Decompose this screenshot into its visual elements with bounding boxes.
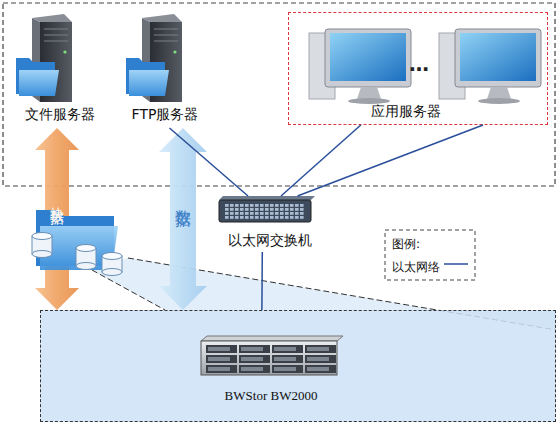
node-label: 应用服务器 [351, 103, 461, 120]
storage-band: BWStor BW2000 [40, 310, 556, 422]
graphic-part [330, 33, 406, 81]
legend-entry: 以太网络 [392, 256, 440, 276]
graphic-part [357, 87, 381, 99]
graphic-part [32, 251, 52, 258]
storage-array [201, 336, 343, 375]
graphic-part [32, 14, 72, 22]
data-folder-illustration [32, 210, 122, 276]
ethernet-link [170, 128, 249, 196]
graphic-part [40, 226, 118, 270]
disk-cylinder [32, 233, 52, 258]
graphic-part [154, 41, 178, 42]
graphic-part [19, 70, 59, 96]
node-label: 文件服务器 [10, 106, 110, 123]
node-label: 以太网交换机 [215, 232, 325, 249]
ethernet-switch [219, 196, 315, 222]
storage-icon [41, 311, 557, 423]
legend-heading: 图例: [392, 236, 420, 253]
data-flow-arrow [159, 128, 207, 310]
graphic-part [154, 29, 178, 30]
desktop-computer [439, 29, 541, 104]
graphic-part [44, 35, 68, 36]
folder-symbol [16, 58, 59, 96]
graphic-part [44, 41, 68, 42]
server-icon [10, 12, 110, 104]
graphic-part [76, 245, 96, 252]
flow-label: 数据 [172, 197, 193, 201]
graphic-part [63, 50, 66, 53]
graphic-part [102, 269, 122, 276]
graphic-part [129, 70, 169, 96]
graphic-part [102, 256, 122, 272]
device-node: 以太网交换机 [215, 196, 325, 252]
disk-cylinder [76, 245, 96, 270]
graphic-part [76, 248, 96, 266]
graphic-part [201, 341, 337, 375]
node-label: FTP服务器 [120, 106, 210, 123]
ellipsis-mark: … [409, 52, 429, 76]
legend-text: 以太网络 [392, 260, 440, 274]
legend-sample [444, 264, 468, 265]
flow-label: 块数据 [48, 196, 66, 202]
data-flow-arrow [35, 128, 79, 310]
graphic-part [219, 200, 311, 222]
graphic-part [92, 270, 165, 310]
graphic-part [142, 14, 182, 22]
server-icon [120, 12, 210, 104]
graphic-part [102, 253, 122, 260]
graphic-part [154, 35, 178, 36]
graphic-part [36, 210, 114, 266]
graphic-part [173, 50, 176, 53]
disk-cylinder [102, 253, 122, 276]
graphic-part [487, 87, 511, 99]
graphic-part [219, 196, 315, 200]
graphic-part [225, 212, 305, 219]
folder-symbol [126, 58, 169, 96]
desktop-computer [309, 29, 411, 104]
graphic-part [76, 263, 96, 270]
graphic-part [44, 29, 68, 30]
ethernet-link [281, 125, 361, 196]
ethernet-link [298, 125, 484, 196]
server-group-frame [3, 3, 555, 186]
graphic-part [205, 344, 337, 374]
node-label: BWStor BW2000 [191, 387, 351, 404]
device-node: FTP服务器 [120, 12, 210, 128]
legend-line-sample [444, 263, 468, 265]
graphic-part [478, 98, 520, 104]
graphic-part [225, 204, 305, 211]
device-node: 文件服务器 [10, 12, 110, 128]
graphic-part [32, 236, 52, 254]
graphic-part [455, 29, 541, 87]
graphic-part [32, 233, 52, 240]
graphic-part [201, 336, 343, 341]
graphic-part [325, 29, 411, 87]
ethernet-link [261, 252, 263, 310]
graphic-part [460, 33, 536, 81]
legend-frame [385, 230, 475, 280]
switch-icon [215, 196, 325, 226]
